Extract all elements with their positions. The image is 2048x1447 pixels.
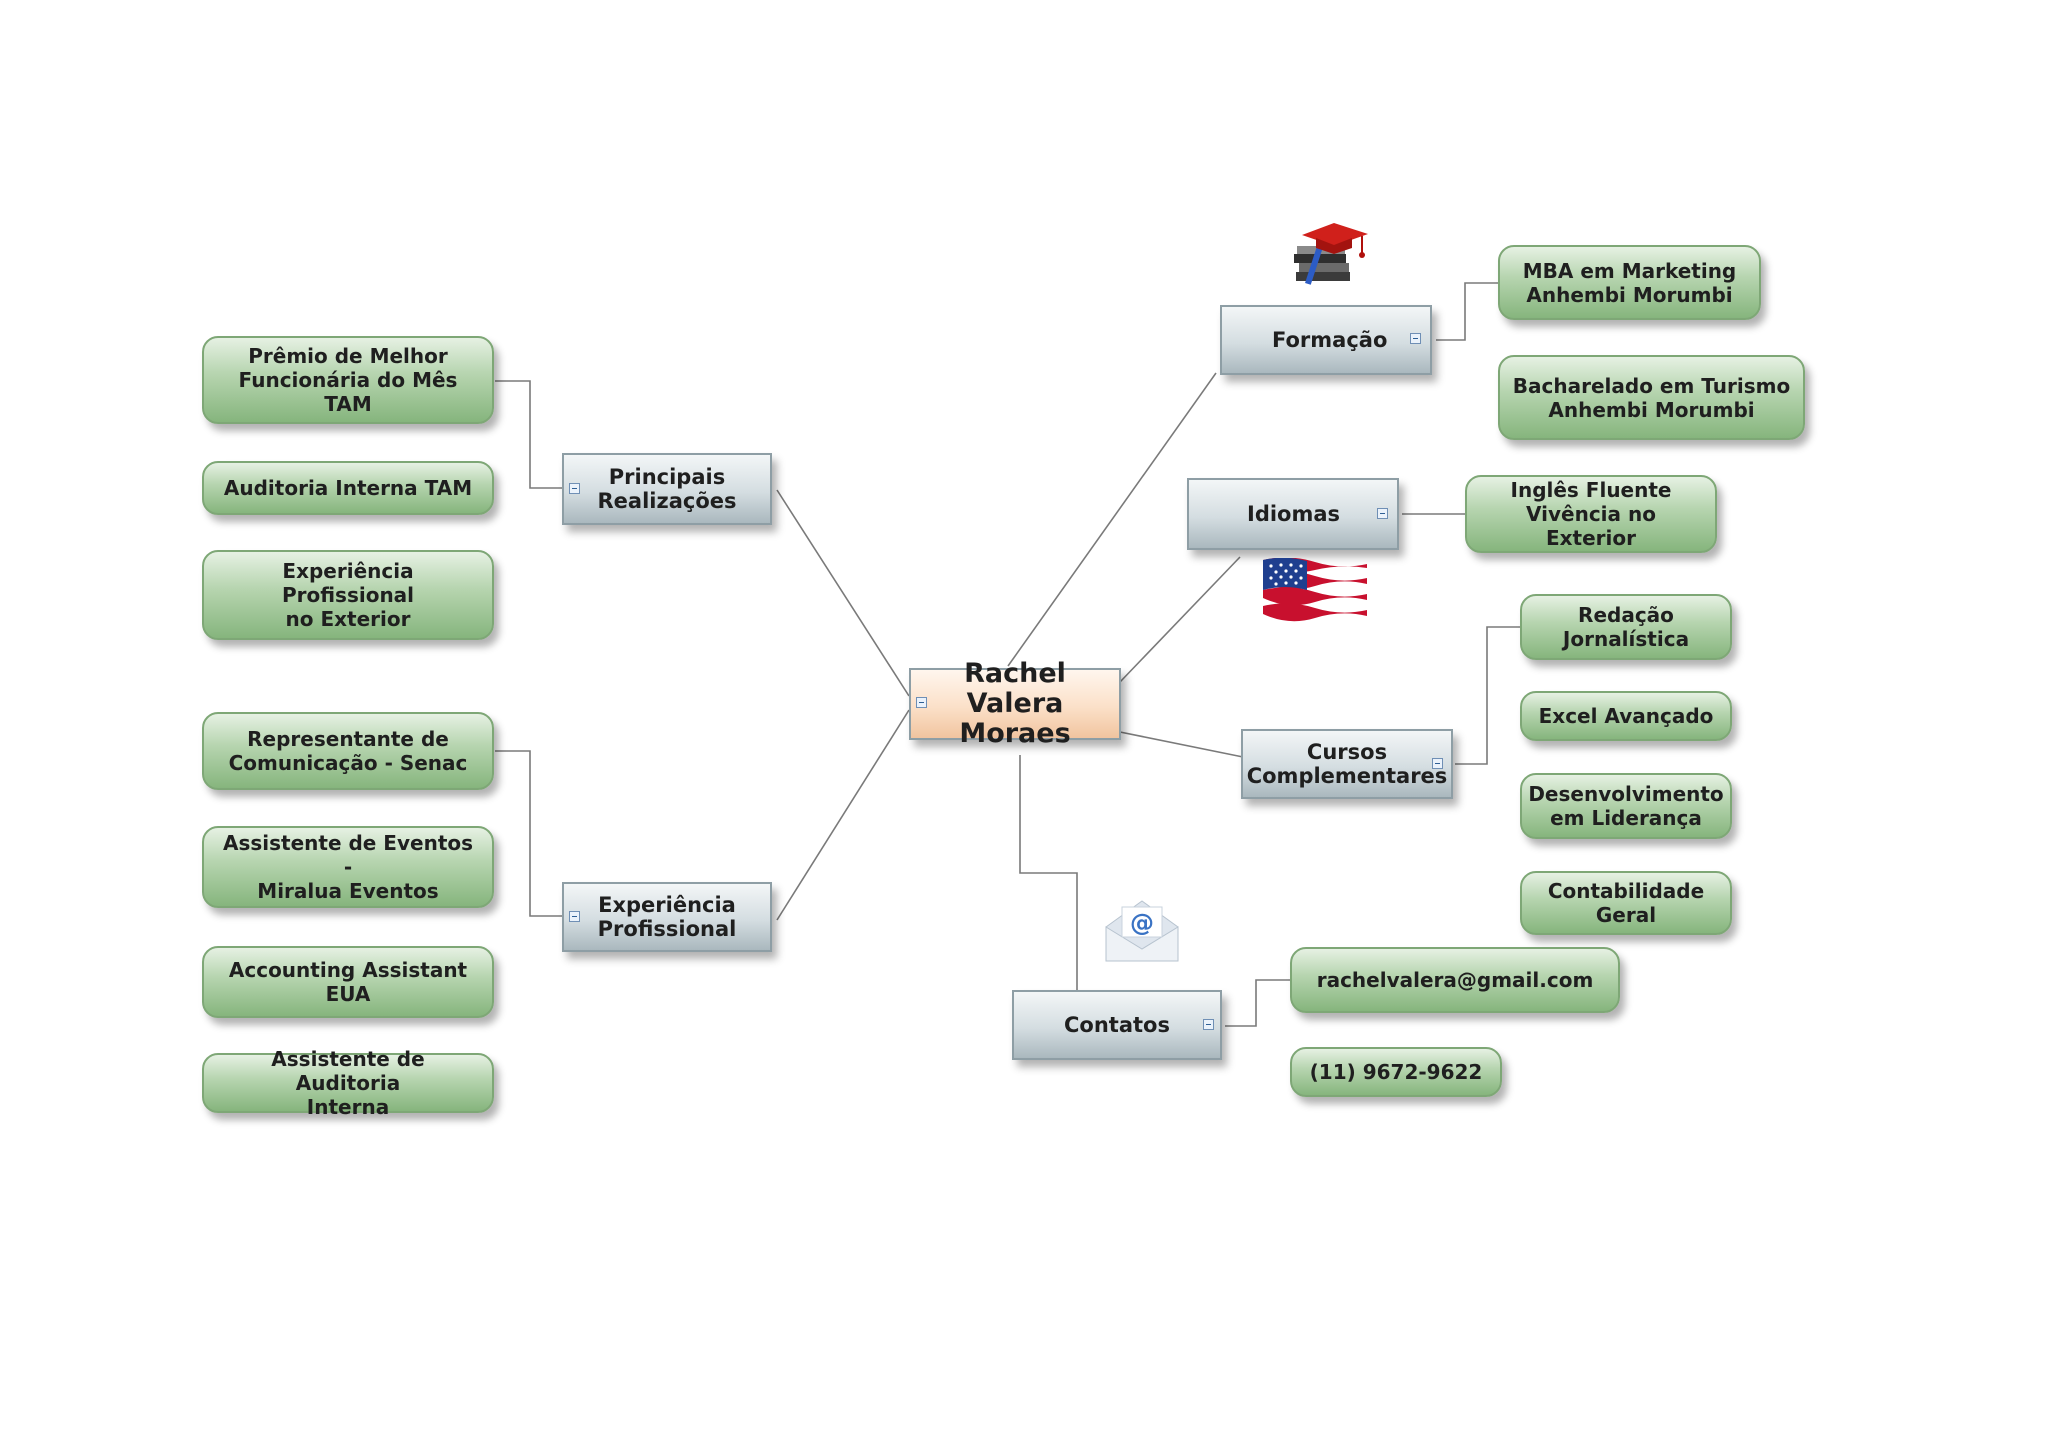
collapse-toggle-icon[interactable] — [916, 697, 927, 708]
connector-central-realizacoes — [776, 489, 910, 697]
central-node[interactable]: Rachel Valera Moraes — [909, 659, 1121, 749]
collapse-toggle-icon[interactable] — [569, 483, 580, 494]
branch-experiencia-profissional[interactable]: Experiência Profissional — [562, 882, 772, 952]
leaf-telefone[interactable]: (11) 9672-9622 — [1290, 1047, 1502, 1097]
connector-central-cursos — [1119, 731, 1244, 758]
connector-realizacoes-bracket — [495, 380, 562, 489]
leaf-email[interactable]: rachelvalera@gmail.com — [1290, 947, 1620, 1013]
leaf-desenvolvimento-lideranca[interactable]: Desenvolvimento em Liderança — [1520, 773, 1732, 839]
branch-formacao[interactable]: Formação — [1220, 305, 1432, 375]
branch-idiomas[interactable]: Idiomas — [1187, 478, 1399, 550]
connector-formacao-bracket — [1436, 282, 1500, 341]
connector-experiencia-bracket — [495, 750, 562, 917]
connector-cursos-bracket — [1455, 626, 1522, 765]
leaf-auditoria-interna-tam[interactable]: Auditoria Interna TAM — [202, 461, 494, 515]
branch-cursos-complementares[interactable]: Cursos Complementares — [1241, 729, 1453, 799]
leaf-experiencia-exterior[interactable]: Experiência Profissional no Exterior — [202, 550, 494, 640]
collapse-toggle-icon[interactable] — [1377, 508, 1388, 519]
email-envelope-icon: @ — [1105, 900, 1179, 962]
leaf-premio-melhor-funcionaria[interactable]: Prêmio de Melhor Funcionária do Mês TAM — [202, 336, 494, 424]
leaf-mba-marketing[interactable]: MBA em Marketing Anhembi Morumbi — [1498, 245, 1761, 320]
connector-central-formacao — [1007, 372, 1217, 667]
usa-flag-icon — [1263, 558, 1367, 623]
collapse-toggle-icon[interactable] — [1410, 333, 1421, 344]
connector-central-idiomas — [1119, 556, 1241, 683]
branch-principais-realizacoes[interactable]: Principais Realizações — [562, 453, 772, 525]
connector-contatos-bracket — [1225, 979, 1292, 1027]
collapse-toggle-icon[interactable] — [1203, 1019, 1214, 1030]
connector-central-contatos — [1019, 755, 1078, 1002]
collapse-toggle-icon[interactable] — [569, 911, 580, 922]
leaf-accounting-assistant[interactable]: Accounting Assistant EUA — [202, 946, 494, 1018]
leaf-contabilidade-geral[interactable]: Contabilidade Geral — [1520, 871, 1732, 935]
graduation-cap-books-icon — [1294, 223, 1368, 285]
collapse-toggle-icon[interactable] — [1432, 758, 1443, 769]
leaf-assistente-auditoria[interactable]: Assistente de Auditoria Interna — [202, 1047, 494, 1119]
connector-central-experiencia — [776, 709, 910, 921]
leaf-bacharelado-turismo[interactable]: Bacharelado em Turismo Anhembi Morumbi — [1498, 355, 1805, 440]
branch-contatos[interactable]: Contatos — [1012, 990, 1222, 1060]
leaf-representante-senac[interactable]: Representante de Comunicação - Senac — [202, 712, 494, 790]
leaf-ingles-fluente[interactable]: Inglês Fluente Vivência no Exterior — [1465, 475, 1717, 553]
svg-text:@: @ — [1130, 909, 1154, 937]
leaf-excel-avancado[interactable]: Excel Avançado — [1520, 691, 1732, 741]
leaf-assistente-eventos[interactable]: Assistente de Eventos - Miralua Eventos — [202, 826, 494, 908]
leaf-redacao-jornalistica[interactable]: Redação Jornalística — [1520, 594, 1732, 660]
